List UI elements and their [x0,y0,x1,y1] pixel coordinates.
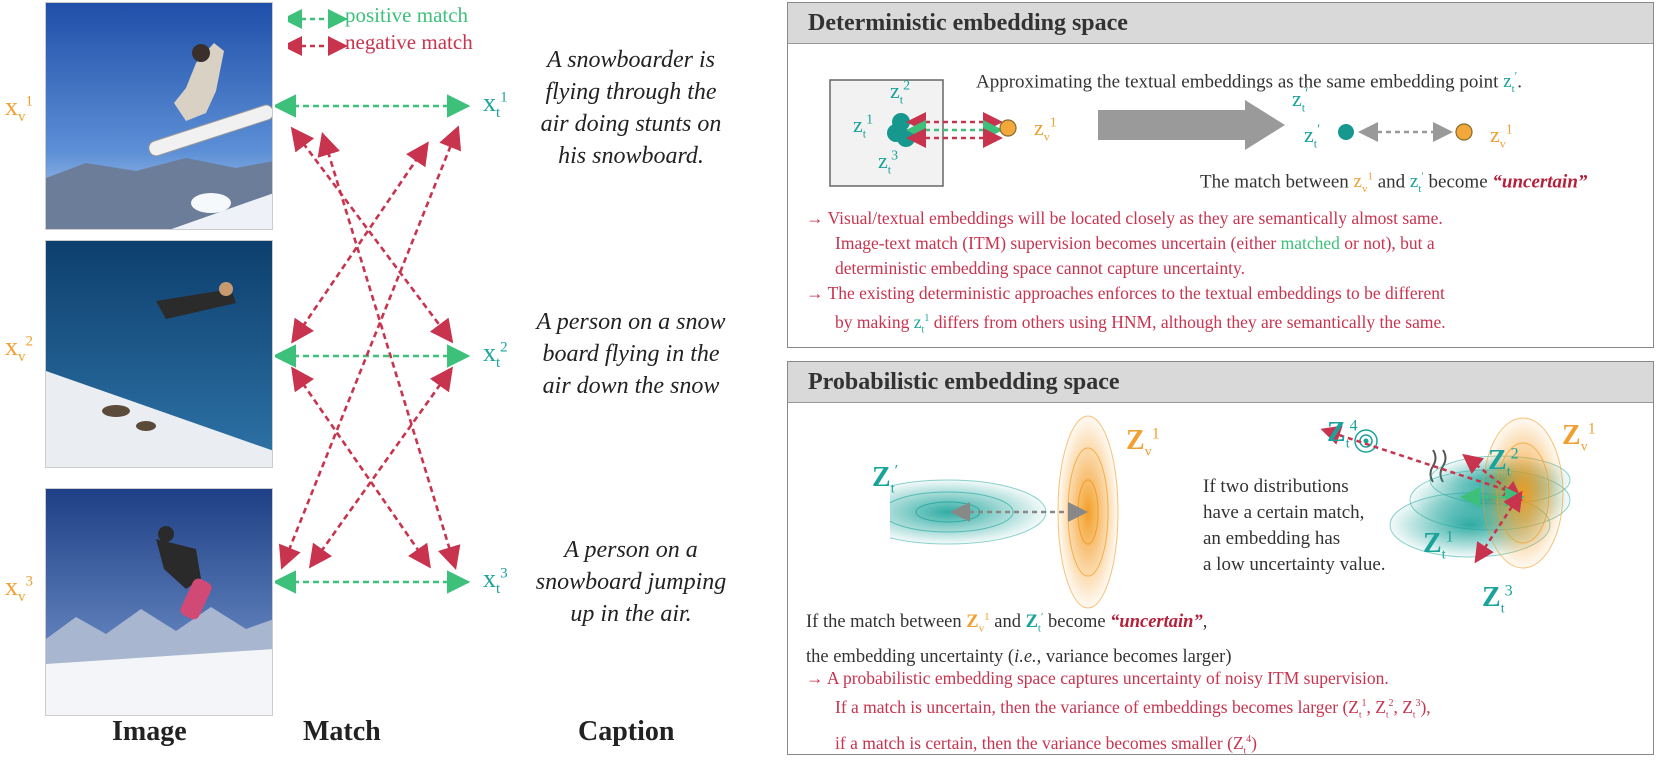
negative-match-3-1 [278,125,462,570]
prob-z2-label: Zt2 [1488,445,1519,480]
image-label-3: xv3 [5,572,33,606]
negative-match-1-2 [290,126,454,344]
negative-match-3-2 [308,366,454,569]
probabilistic-title: Probabilistic embedding space [788,362,1653,403]
prob-zprime-label: Zt′ [872,462,899,497]
footer-image-label: Image [112,716,187,747]
image-distribution-1 [1057,415,1119,609]
image-label-1: xv1 [5,92,33,126]
det-z3-label: zt3 [878,148,899,177]
det-zprime-label: zt′ [1304,122,1321,151]
image-2-snowboarder-slope [45,240,273,468]
prob-note: → A probabilistic embedding space captur… [806,668,1431,756]
footer-caption-label: Caption [578,716,675,747]
det-z1-label: zt1 [853,112,874,141]
image-3-snowboarder-mountains [45,488,273,716]
image-1-snowboarder-sky [45,2,273,230]
deterministic-title: Deterministic embedding space [788,3,1653,44]
image-label-2: xv2 [5,332,33,366]
legend-positive-label: positive match [345,3,469,27]
det-approx-text: Approximating the textual embeddings as … [976,69,1523,96]
transition-arrow [1098,100,1285,150]
prob-z1-label: Zt1 [1423,528,1454,563]
prob-z4-label: Zt4 [1327,417,1358,452]
legend-arrows [288,9,348,56]
match-arrows [275,94,471,594]
prob-zv1-right-label: Zv1 [1562,420,1596,455]
det-note: → Visual/textual embeddings will be loca… [806,208,1446,336]
text-distribution-prime [890,479,1047,545]
text-label-1: xt1 [483,88,508,122]
negative-match-1-3 [317,132,461,570]
det-zv1-right-label: zv1 [1490,122,1513,151]
image-distribution-cluster [1482,417,1564,569]
prob-z3-label: Zt3 [1482,582,1513,617]
deterministic-diagram [829,79,1473,187]
text-label-3: xt3 [483,564,508,598]
footer-match-label: Match [303,716,381,747]
prob-match-text: If the match between Zv1 and Zt′ become … [806,611,1232,667]
text-label-2: xt2 [483,338,508,372]
prob-zv1-label: Zv1 [1126,425,1160,460]
det-z2-label: zt2 [890,78,911,107]
merged-text-point [1338,124,1354,140]
merged-image-point [1455,123,1473,141]
negative-match-2-1 [291,141,429,344]
text-point-3 [897,129,915,147]
legend-negative-label: negative match [345,30,473,54]
probabilistic-diagram [890,415,1571,609]
deterministic-panel: Deterministic embedding space [787,2,1654,348]
det-zv1-label: zv1 [1034,115,1057,144]
det-zprime-upper-label: zt′ [1292,86,1309,115]
text-distribution-4 [1354,429,1378,453]
image-point [999,119,1017,137]
det-match-text: The match between zv1 and zt′ become “un… [1200,171,1588,196]
